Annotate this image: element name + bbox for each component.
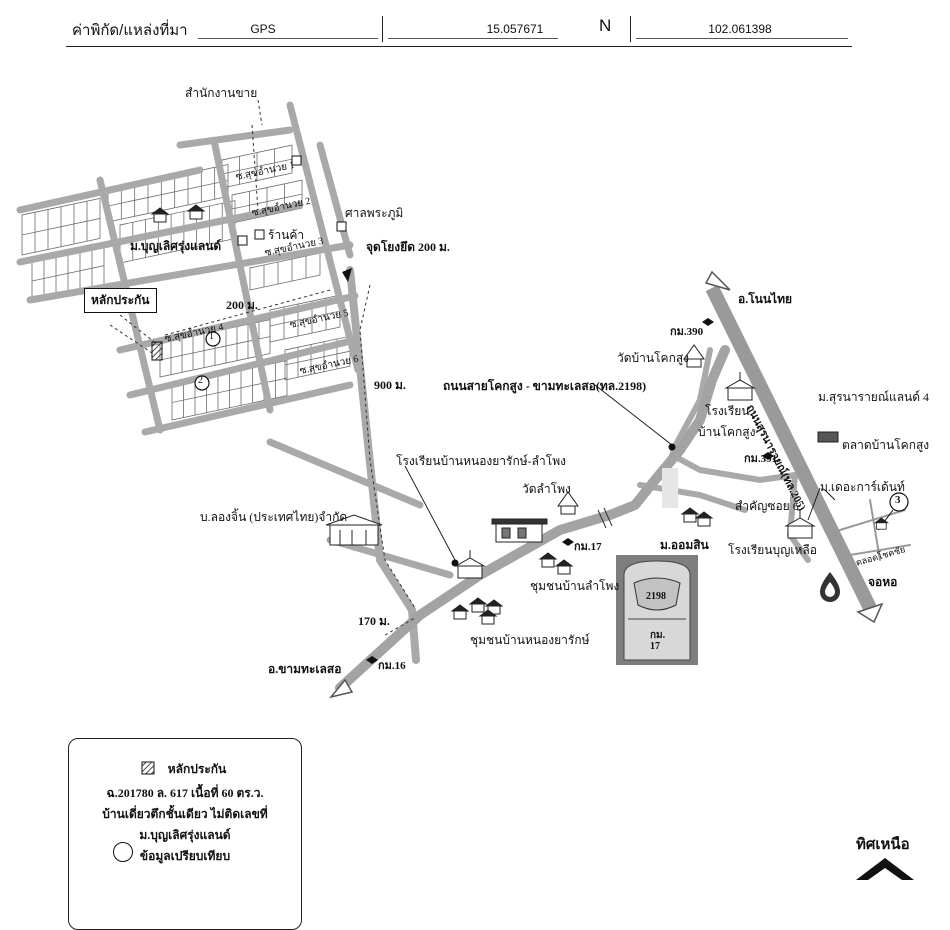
open-field	[662, 468, 678, 508]
lot-grid-block	[249, 252, 321, 291]
shop-building	[491, 518, 548, 543]
north-arrow-icon	[856, 858, 914, 880]
leader-lines	[404, 384, 836, 561]
legend-comparison: ข้อมูลเปรียบเทียบ	[139, 849, 231, 863]
lot-grid-block	[284, 335, 351, 381]
highway-arrow-north	[704, 270, 731, 291]
coordinate-header: ค่าพิกัด/แหล่งที่มา GPS 15.057671 N 102.…	[0, 0, 950, 48]
house-icon	[554, 559, 574, 575]
road-2198	[335, 345, 730, 693]
road-arrow-southwest	[329, 678, 354, 699]
label-community-lam-phong: ชุมชนบ้านลำโพง	[530, 579, 620, 593]
house-icon	[150, 207, 170, 223]
label-school-khok-sung-2: บ้านโคกสูง	[698, 425, 756, 439]
label-wat-lam-phong: วัดลำโพง	[522, 482, 571, 496]
km-stone-photo: 2198 กม. 17	[616, 555, 698, 665]
lot-grid-block	[21, 197, 101, 256]
temple-icon-khok-sung	[683, 344, 705, 368]
label-km390: กม.390	[670, 326, 704, 338]
latitude-value: 15.057671	[486, 22, 544, 36]
north-label: ทิศเหนือ	[856, 837, 910, 853]
stone-km-number: 17	[650, 641, 660, 652]
comparison-circle-swatch	[113, 842, 133, 862]
label-samkhan-soi6: สำคัญซอย 6	[735, 499, 799, 513]
legend-village: ม.บุญเลิศรุ่งแลนด์	[139, 828, 231, 842]
label-wat-khok-sung: วัดบ้านโคกสูง	[617, 351, 690, 365]
house-icon	[680, 507, 700, 523]
company-building	[325, 514, 383, 546]
label-school-khok-sung-1: โรงเรียน	[705, 404, 750, 418]
market-building	[817, 431, 839, 443]
house-icon	[450, 604, 470, 620]
local-roads	[16, 101, 911, 664]
label-ref-point: จุดโยงยึด 200 ม.	[366, 240, 450, 254]
house-icon	[694, 511, 714, 527]
label-kham-thale-so: อ.ขามทะเลสอ	[268, 662, 342, 676]
label-community-nong-yarak: ชุมชนบ้านหนองยารักษ์	[470, 633, 590, 647]
coord-label: ค่าพิกัด/แหล่งที่มา	[72, 22, 188, 39]
legend-description: บ้านเดี่ยวตึกชั้นเดียว ไม่ติดเลขที่	[102, 807, 268, 821]
coord-source: GPS	[250, 22, 276, 36]
dashed-routes	[109, 99, 416, 636]
label-company: บ.ลองจิ้น (ประเทศไทย)จำกัด	[200, 510, 348, 524]
school-icon-bunluea	[784, 510, 816, 539]
collateral-plot	[151, 341, 163, 361]
collateral-swatch	[141, 761, 155, 775]
stone-number: 2198	[646, 591, 666, 602]
label-km391: กม.391	[744, 453, 778, 465]
label-village-main: ม.บุญเลิศรุ่งแลนด์	[130, 239, 222, 253]
hemisphere-label: N	[599, 16, 612, 35]
label-om-sin: ม.ออมสิน	[660, 538, 709, 552]
map-legend: หลักประกัน ฉ.201780 ล. 617 เนื้อที่ 60 ต…	[68, 738, 302, 930]
label-dist-900: 900 ม.	[374, 378, 406, 392]
label-sura-land: ม.สุรนารายณ์แลนด์ 4	[818, 390, 930, 404]
label-non-thai: อ.โนนไทย	[738, 292, 793, 306]
label-school-nong-yarak: โรงเรียนบ้านหนองยารักษ์-ลำโพง	[396, 454, 566, 468]
lot-grid-block	[107, 164, 229, 223]
label-sales-office: สำนักงานขาย	[185, 86, 258, 100]
location-map	[16, 99, 911, 699]
label-road-2198: ถนนสายโคกสูง - ขามทะเลสอ(ทล.2198)	[443, 379, 647, 393]
comparison-markers	[194, 331, 909, 512]
small-square-icons	[237, 155, 347, 246]
road-junction-dot	[668, 443, 676, 451]
header-rule	[66, 46, 852, 47]
label-cho-ho: จอหอ	[868, 575, 898, 589]
highway-205	[705, 284, 877, 612]
school-dot	[451, 559, 459, 567]
temple-icon-lam-phong	[557, 491, 579, 515]
road-break-marks	[597, 507, 613, 529]
house-icon	[468, 597, 488, 613]
label-km16: กม.16	[378, 660, 406, 672]
label-dist-170: 170 ม.	[358, 614, 390, 628]
km-post-icons	[366, 318, 774, 664]
legend-collateral: หลักประกัน	[167, 762, 227, 776]
house-icon	[873, 517, 890, 530]
ref-point-arrow	[342, 268, 352, 282]
label-shop: ร้านค้า	[268, 228, 305, 242]
legend-deed: ฉ.201780 ล. 617 เนื้อที่ 60 ตร.ว.	[106, 786, 264, 800]
highway-arrow-south	[856, 602, 884, 624]
stone-km: กม.	[650, 630, 666, 641]
label-the-garden: ม.เดอะการ์เด้นท์	[820, 480, 905, 494]
label-market: ตลาดบ้านโคกสูง	[842, 438, 930, 452]
label-school-bunluea: โรงเรียนบุญเหลือ	[728, 543, 817, 557]
marker-1: 1	[209, 331, 214, 342]
school-icon-nong-yarak	[454, 550, 486, 579]
house-icon	[186, 204, 206, 220]
label-spirit-house: ศาลพระภูมิ	[345, 206, 404, 220]
marker-3: 3	[895, 494, 901, 506]
longitude-value: 102.061398	[708, 22, 772, 36]
school-icon-khok-sung	[724, 372, 756, 401]
marker-2: 2	[198, 375, 203, 386]
label-km17: กม.17	[574, 541, 602, 553]
label-dist-200: 200 ม.	[226, 298, 258, 312]
house-icon	[478, 609, 498, 625]
building-icons	[150, 204, 890, 625]
house-icon	[538, 552, 558, 568]
label-collateral-box: หลักประกัน	[84, 288, 157, 313]
